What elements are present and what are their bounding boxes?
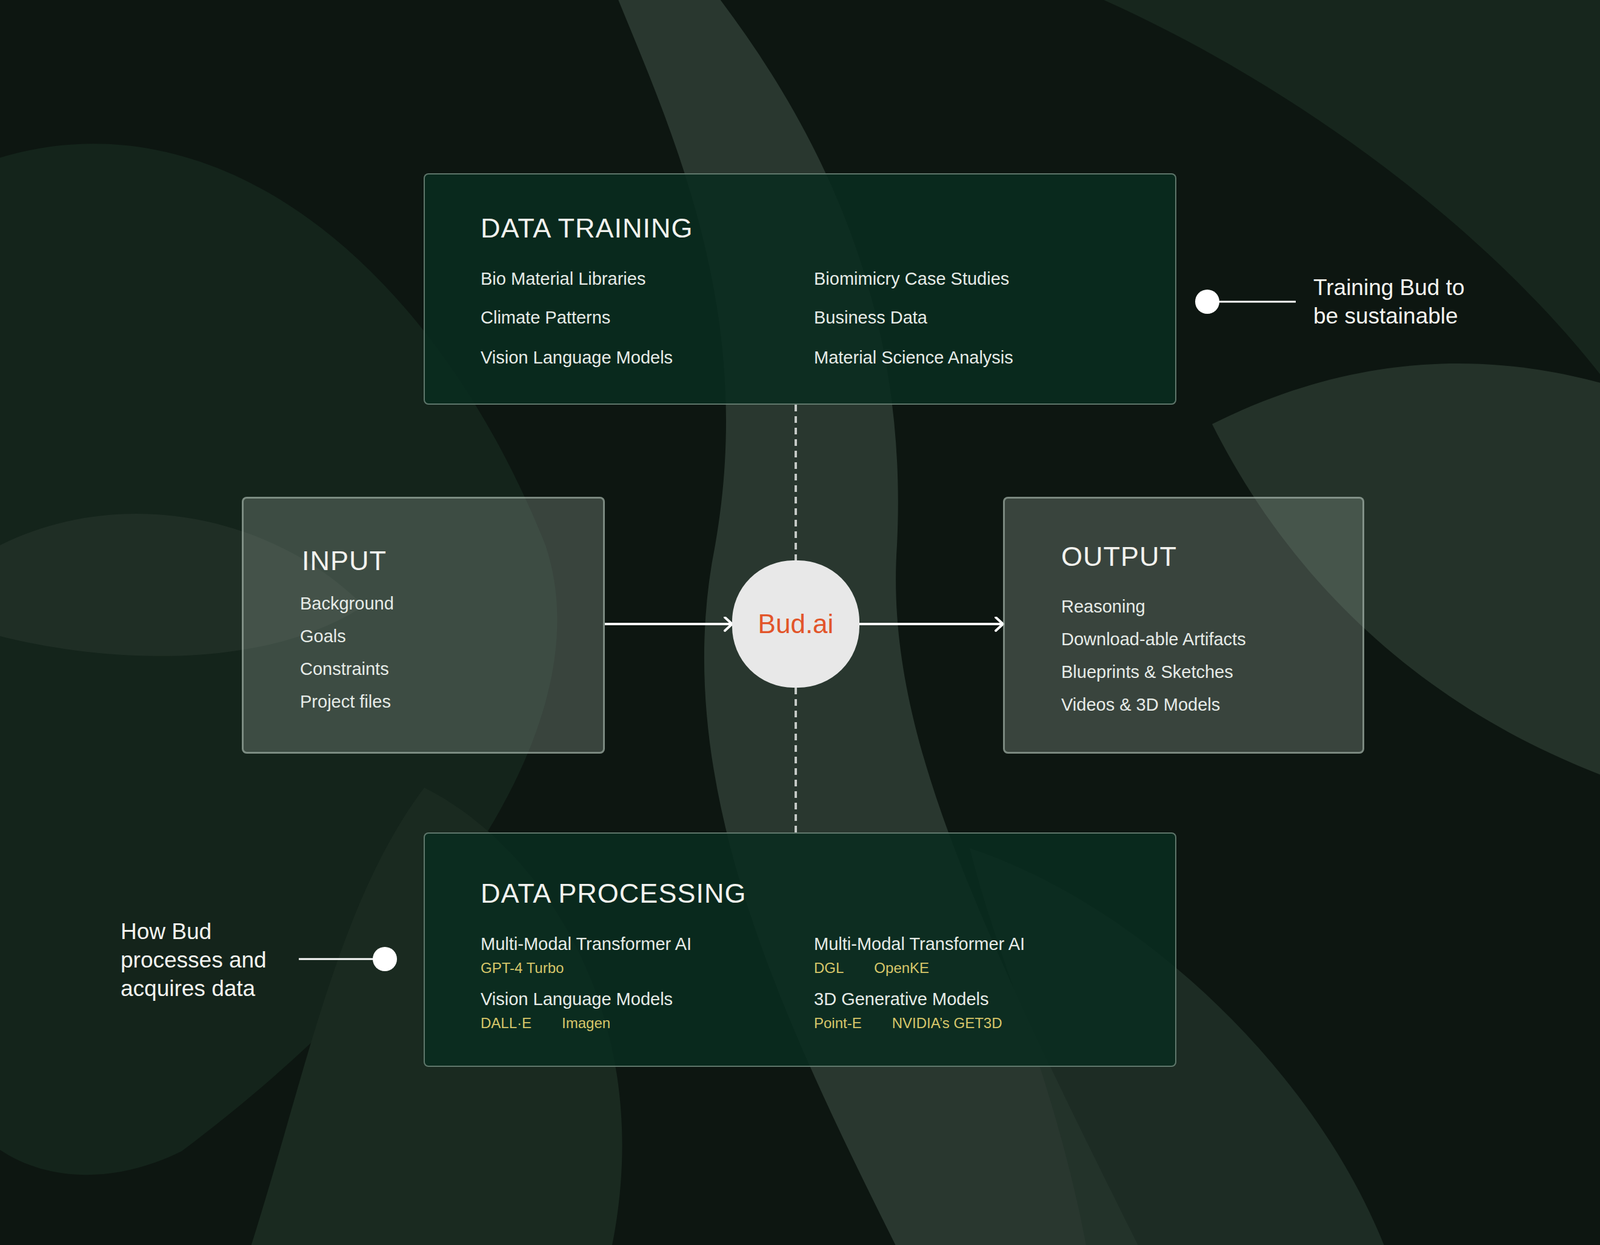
model-name: OpenKE	[873, 960, 930, 978]
list-item: Material Science Analysis	[813, 347, 1014, 369]
model-name: DGL	[813, 960, 844, 978]
arrow-connector	[859, 623, 1004, 626]
list-item: Constraints	[300, 658, 390, 680]
core-label: Bud.ai	[758, 608, 834, 641]
list-item: Multi-Modal Transformer AI	[813, 933, 1025, 956]
leader-dot	[372, 947, 397, 972]
callout-label: How Bud processes and acquires data	[120, 918, 297, 1004]
model-name: DALL·E	[480, 1015, 532, 1033]
list-item: Project files	[300, 691, 391, 713]
output-panel: OUTPUT ReasoningDownload-able ArtifactsBl…	[1003, 496, 1365, 754]
list-item: Reasoning	[1061, 596, 1146, 618]
panel-heading: INPUT	[301, 544, 387, 578]
list-item: Climate Patterns	[480, 307, 611, 329]
input-panel: INPUT BackgroundGoalsConstraintsProject f…	[241, 496, 605, 754]
model-name: Imagen	[561, 1015, 611, 1033]
panel-heading: DATA TRAINING	[480, 212, 694, 245]
callout-label: Training Bud to be sustainable	[1313, 273, 1490, 331]
list-item: Vision Language Models	[480, 347, 673, 369]
list-item: Biomimicry Case Studies	[813, 268, 1010, 290]
leader-line	[1207, 301, 1296, 304]
list-item: Goals	[300, 626, 347, 648]
dashed-connector	[794, 687, 797, 833]
panel-heading: OUTPUT	[1061, 540, 1177, 574]
list-item: Vision Language Models	[480, 989, 673, 1011]
list-item: Business Data	[813, 307, 928, 329]
model-name: GPT-4 Turbo	[480, 960, 564, 978]
core-circle: Bud.ai	[732, 560, 860, 688]
model-name: Point-E	[813, 1015, 862, 1033]
list-item: Background	[300, 593, 394, 615]
leader-line	[298, 958, 385, 961]
list-item: 3D Generative Models	[813, 989, 990, 1011]
list-item: Bio Material Libraries	[480, 268, 646, 290]
list-item: Videos & 3D Models	[1061, 694, 1220, 716]
list-item: Multi-Modal Transformer AI	[480, 933, 692, 956]
list-item: Download-able Artifacts	[1061, 629, 1247, 651]
list-item: Blueprints & Sketches	[1061, 661, 1234, 684]
leader-dot	[1195, 289, 1220, 314]
arrow-connector	[604, 623, 733, 626]
model-name: NVIDIA’s GET3D	[892, 1015, 1003, 1033]
processing-panel: DATA PROCESSING Multi-Modal Transformer A…	[423, 832, 1177, 1068]
dashed-connector	[794, 404, 797, 561]
training-panel: DATA TRAINING Bio Material Libraries Biomi…	[423, 173, 1177, 405]
panel-heading: DATA PROCESSING	[480, 877, 747, 911]
